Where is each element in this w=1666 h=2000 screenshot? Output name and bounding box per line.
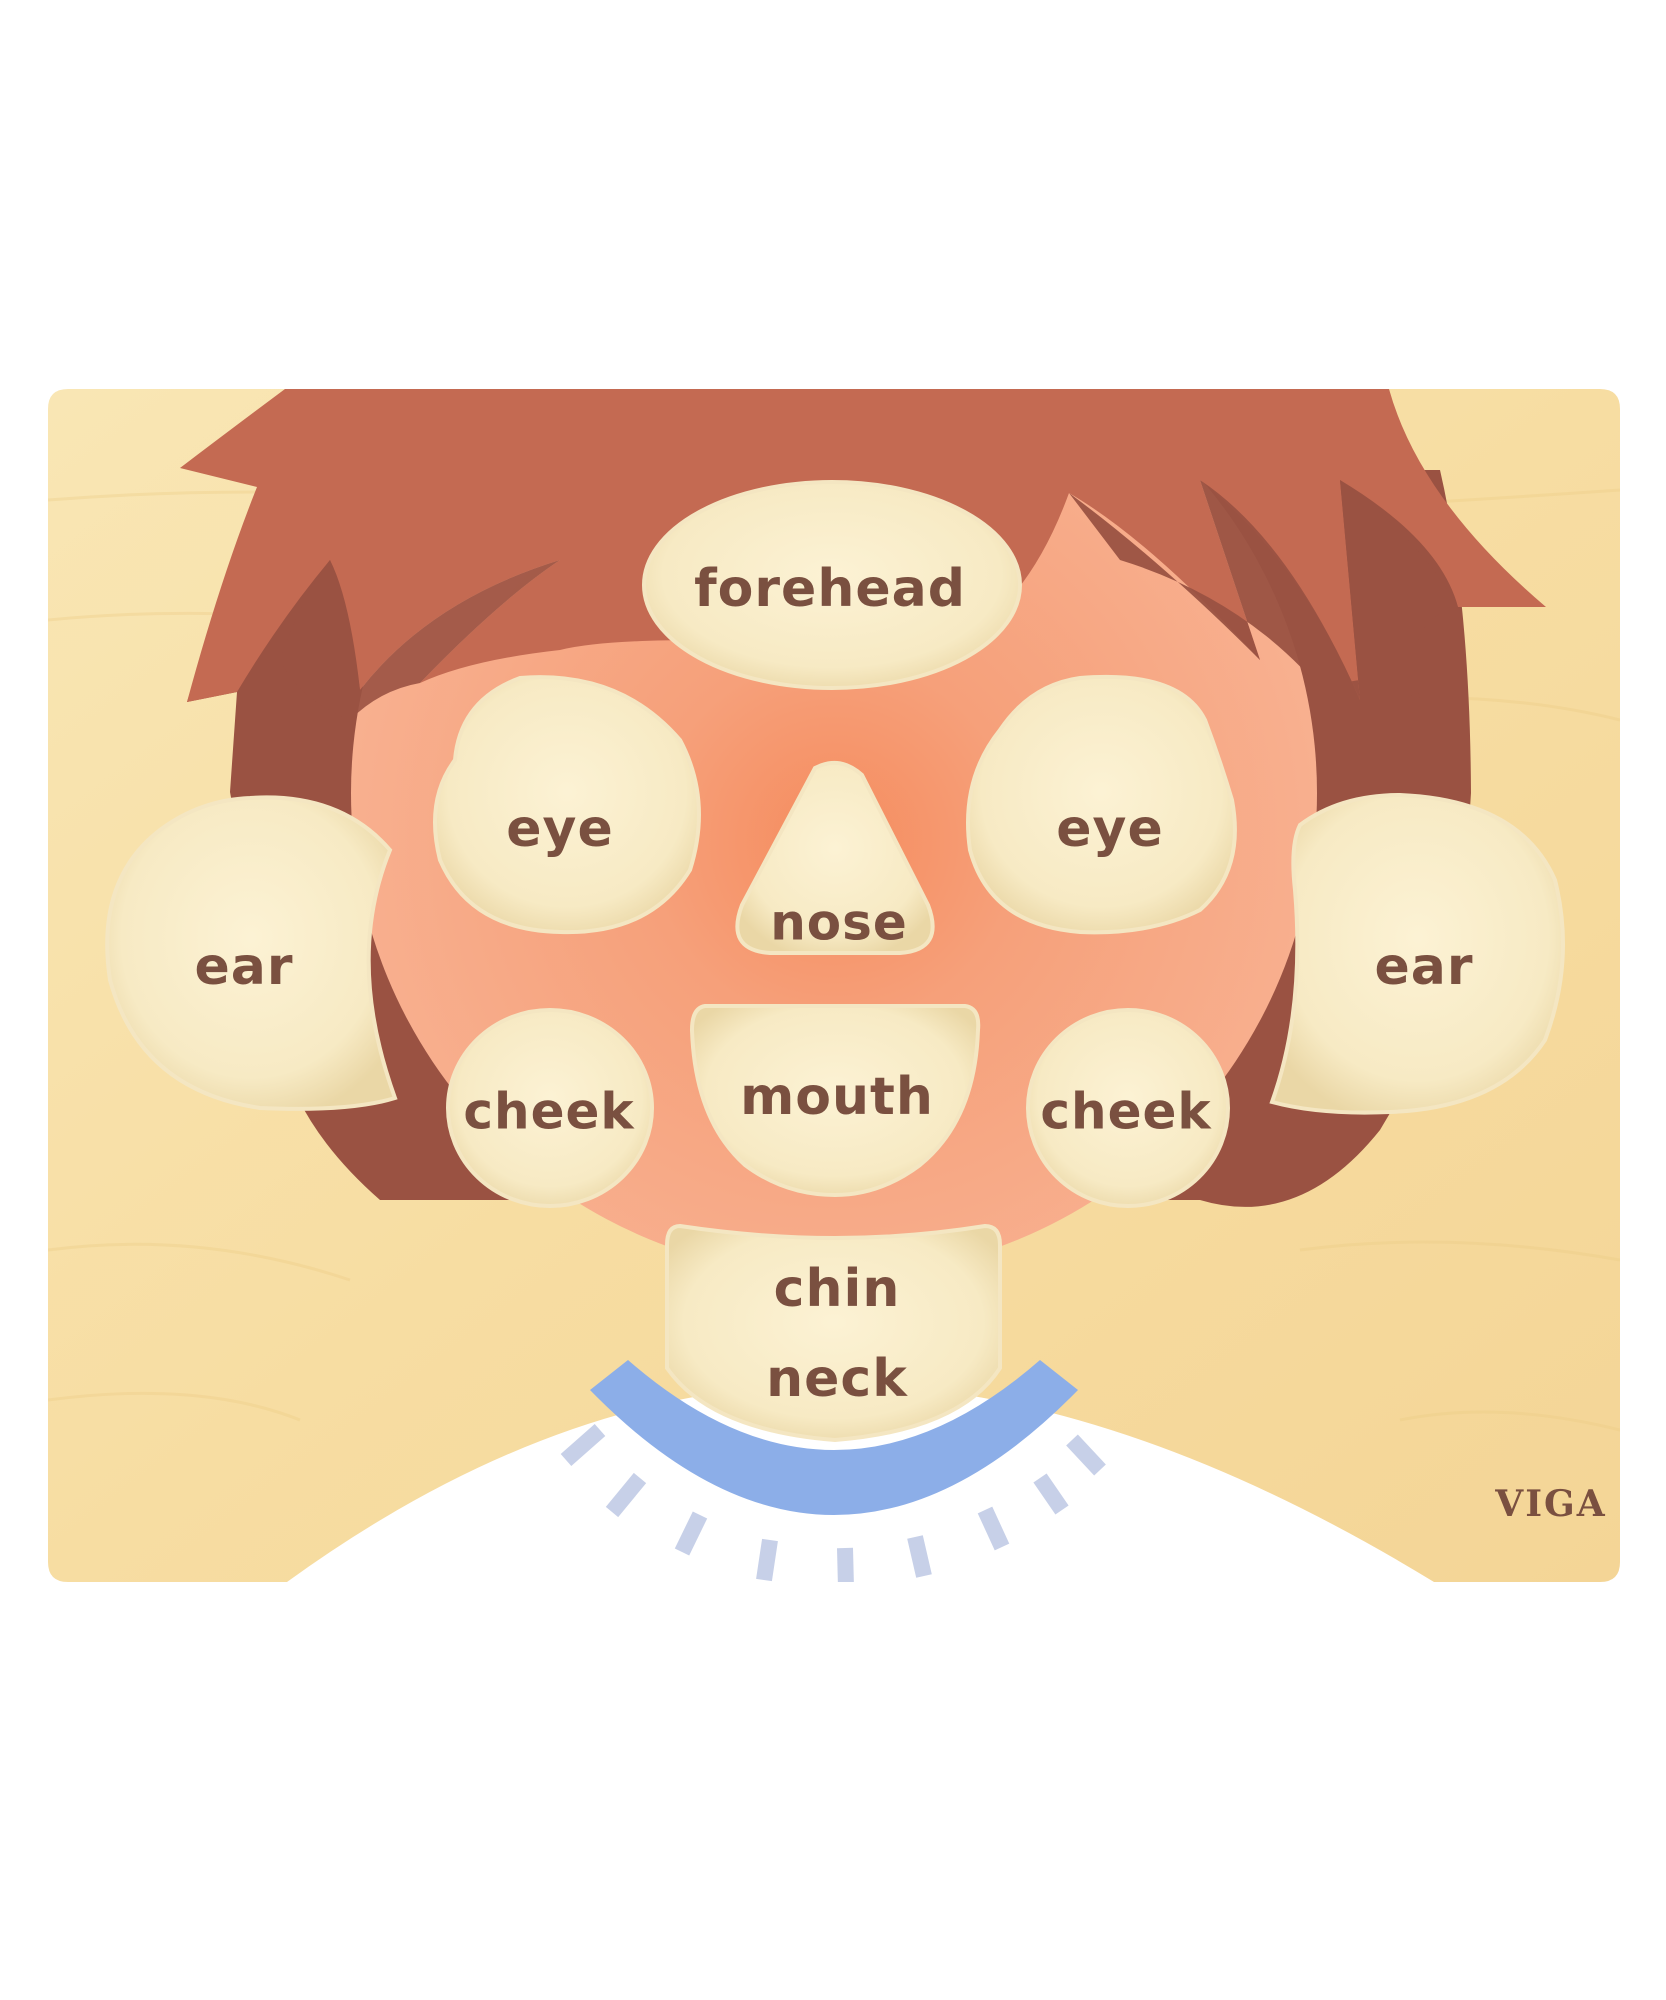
piece-cheek-right[interactable]: cheek	[1026, 1008, 1230, 1208]
label-nose: nose	[770, 894, 908, 952]
label-mouth: mouth	[740, 1067, 934, 1127]
label-forehead: forehead	[694, 559, 966, 619]
hair-strand-left	[280, 560, 560, 720]
brand-logo: VIGA	[1494, 1483, 1606, 1525]
piece-ear-right[interactable]: ear	[1269, 792, 1565, 1115]
piece-nose[interactable]: nose	[735, 760, 935, 955]
piece-forehead[interactable]: forehead	[642, 480, 1022, 690]
label-cheek-left: cheek	[463, 1083, 635, 1141]
label-eye-left: eye	[506, 799, 613, 859]
label-ear-right: ear	[1374, 937, 1473, 997]
piece-eye-right[interactable]: eye	[966, 674, 1237, 935]
label-cheek-right: cheek	[1040, 1083, 1212, 1141]
label-neck: neck	[766, 1349, 908, 1409]
collar	[590, 1360, 1078, 1515]
piece-ear-left[interactable]: ear	[105, 795, 398, 1111]
label-chin: chin	[774, 1259, 901, 1319]
hair-strand-right	[1069, 480, 1458, 700]
collar-stripes	[560, 1424, 1106, 1582]
piece-cheek-left[interactable]: cheek	[446, 1008, 654, 1208]
label-eye-right: eye	[1056, 799, 1163, 859]
piece-eye-left[interactable]: eye	[433, 675, 701, 935]
piece-chin-neck[interactable]: chin neck	[665, 1223, 1002, 1443]
label-ear-left: ear	[194, 937, 293, 997]
piece-mouth[interactable]: mouth	[689, 1004, 981, 1198]
